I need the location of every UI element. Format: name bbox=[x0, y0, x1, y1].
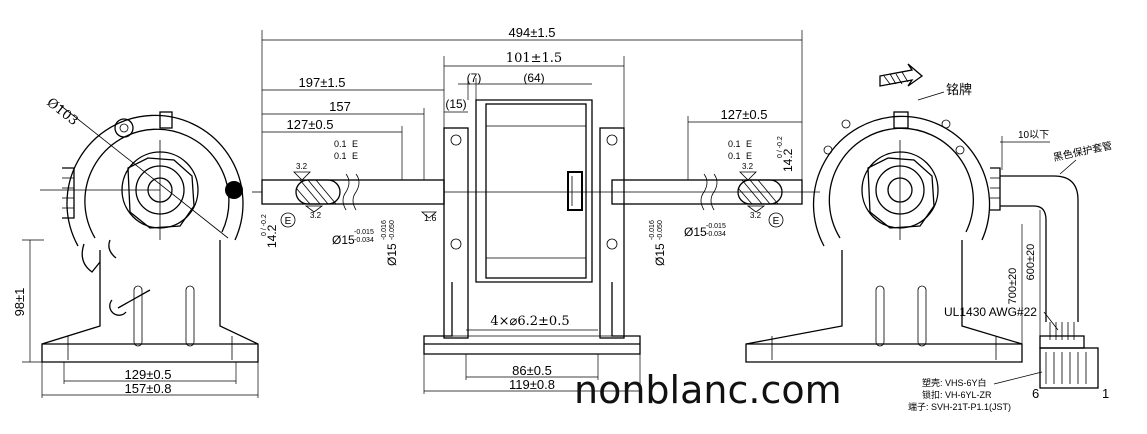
tol-e-c: E bbox=[746, 139, 752, 149]
cable-spec-label: UL1430 AWG#22 bbox=[944, 305, 1037, 319]
shaft-tol-up-right: -0.015 bbox=[706, 223, 726, 230]
tol-01-a: 0.1 bbox=[334, 139, 347, 149]
nameplate-label: 铭牌 bbox=[946, 82, 972, 97]
surface-32-b: 3.2 bbox=[310, 211, 322, 220]
flat-tol-left: 0 / -0.2 bbox=[261, 214, 268, 236]
left-end-view: Ø103 98±1 129±0.5 157±0.8 bbox=[12, 95, 259, 398]
base-157-label: 157±0.8 bbox=[125, 381, 172, 396]
left-127-label: 127±0.5 bbox=[287, 117, 334, 132]
shaft2-dia-right: Ø15 bbox=[653, 243, 667, 266]
shaft2-tol-lo-right: -0.050 bbox=[657, 220, 664, 240]
dim-64-label: (64) bbox=[523, 71, 544, 85]
shaft2-tol-up-left: -0.016 bbox=[381, 220, 388, 240]
shaft-tol-lo-left: -0.034 bbox=[354, 237, 374, 244]
left-157-label: 157 bbox=[329, 99, 351, 114]
shaft2-tol-up-right: -0.016 bbox=[649, 220, 656, 240]
base-129-label: 129±0.5 bbox=[125, 367, 172, 382]
base-119-label: 119±0.8 bbox=[509, 377, 555, 392]
tol-e-d: E bbox=[746, 151, 752, 161]
lock-label: 锁扣: VH-6YL-ZR bbox=[922, 389, 992, 400]
surface-32-c: 3.2 bbox=[742, 162, 754, 171]
datum-e-right: E bbox=[773, 216, 780, 227]
flat-tol-right: 0 / -0.2 bbox=[777, 136, 784, 158]
housing-label: 塑壳: VHS-6Y白 bbox=[922, 377, 987, 388]
cable-600-label: 600±20 bbox=[1025, 244, 1037, 281]
cable-10-label: 10以下 bbox=[1018, 130, 1049, 141]
right-127-label: 127±0.5 bbox=[721, 107, 768, 122]
tol-01-d: 0.1 bbox=[728, 151, 741, 161]
tol-01-c: 0.1 bbox=[728, 139, 741, 149]
shaft-tol-lo-right: -0.034 bbox=[706, 231, 726, 238]
shaft2-tol-lo-left: -0.050 bbox=[389, 220, 396, 240]
cable-700-label: 700±20 bbox=[1007, 268, 1019, 305]
center-side-view: 494±1.5 101±1.5 (7) (64) (15) 197±1.5 15… bbox=[252, 25, 820, 394]
black-sleeve-label: 黑色保护套管 bbox=[1052, 139, 1113, 164]
right-end-view: 铭牌 10以下 黑色保护套管 700±20 600±20 UL1430 AWG#… bbox=[745, 63, 1113, 412]
surface-32-d: 3.2 bbox=[750, 211, 762, 220]
center-width-label: 101±1.5 bbox=[506, 51, 562, 66]
shaft2-dia-left: Ø15 bbox=[385, 243, 399, 266]
tol-e-a: E bbox=[352, 139, 358, 149]
terminal-label: 端子: SVH-21T-P1.1(JST) bbox=[908, 401, 1011, 412]
pin-6-label: 6 bbox=[1032, 386, 1039, 401]
shaft-dia-left: Ø15 bbox=[332, 233, 355, 247]
watermark: nonblanc.com bbox=[574, 368, 842, 412]
holes-label: 4×⌀6.2±0.5 bbox=[490, 314, 569, 329]
shaft-tol-up-left: -0.015 bbox=[354, 229, 374, 236]
shaft-dia-right: Ø15 bbox=[684, 225, 707, 239]
pin-1-label: 1 bbox=[1102, 386, 1109, 401]
left-197-label: 197±1.5 bbox=[299, 75, 346, 90]
dim-15-label: (15) bbox=[445, 97, 466, 111]
datum-e-left: E bbox=[285, 216, 292, 227]
surface-32-a: 3.2 bbox=[296, 162, 308, 171]
base-86-label: 86±0.5 bbox=[512, 363, 552, 378]
flat-142-left: 14.2 bbox=[265, 224, 279, 248]
dim-7-label: (7) bbox=[467, 71, 482, 85]
flat-142-right: 14.2 bbox=[781, 148, 795, 172]
diameter-103-label: Ø103 bbox=[44, 95, 81, 129]
tick-16-label: 1.6 bbox=[424, 213, 437, 223]
height-98-label: 98±1 bbox=[12, 288, 27, 317]
tol-e-b: E bbox=[352, 151, 358, 161]
tol-01-b: 0.1 bbox=[334, 151, 347, 161]
overall-length-label: 494±1.5 bbox=[509, 25, 556, 40]
